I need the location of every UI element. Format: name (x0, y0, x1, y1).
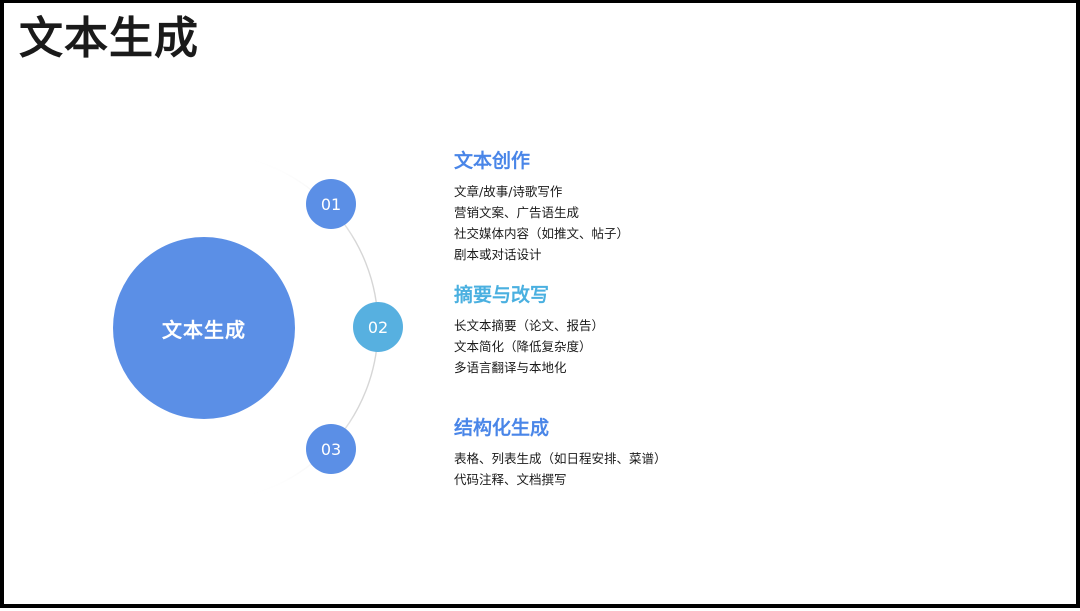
section-item: 营销文案、广告语生成 (454, 205, 580, 220)
center-label: 文本生成 (162, 317, 246, 342)
section-item: 文章/故事/诗歌写作 (454, 184, 563, 199)
node-03-circle: 03 (306, 424, 356, 474)
section-item: 剧本或对话设计 (454, 247, 542, 262)
section-item: 多语言翻译与本地化 (454, 360, 567, 375)
page-title: 文本生成 (19, 13, 199, 64)
section-item: 长文本摘要（论文、报告） (454, 318, 605, 333)
node-01-circle: 01 (306, 179, 356, 229)
section-summary-rewrite: 摘要与改写 长文本摘要（论文、报告） 文本简化（降低复杂度） 多语言翻译与本地化 (454, 282, 604, 378)
node-02-circle: 02 (353, 302, 403, 352)
section-item: 表格、列表生成（如日程安排、菜谱） (454, 451, 667, 466)
section-title: 结构化生成 (454, 417, 550, 439)
section-structured-generation: 结构化生成 表格、列表生成（如日程安排、菜谱） 代码注释、文档撰写 (454, 415, 667, 490)
section-text-creation: 文本创作 文章/故事/诗歌写作 营销文案、广告语生成 社交媒体内容（如推文、帖子… (454, 148, 629, 265)
node-01-number: 01 (320, 194, 342, 214)
section-item: 代码注释、文档撰写 (454, 472, 567, 487)
section-item: 社交媒体内容（如推文、帖子） (454, 226, 630, 241)
section-title: 文本创作 (454, 150, 531, 172)
section-title: 摘要与改写 (454, 284, 550, 306)
node-03-number: 03 (320, 439, 342, 459)
center-circle: 文本生成 (113, 237, 295, 419)
node-02-number: 02 (367, 317, 389, 337)
section-item: 文本简化（降低复杂度） (454, 339, 592, 354)
